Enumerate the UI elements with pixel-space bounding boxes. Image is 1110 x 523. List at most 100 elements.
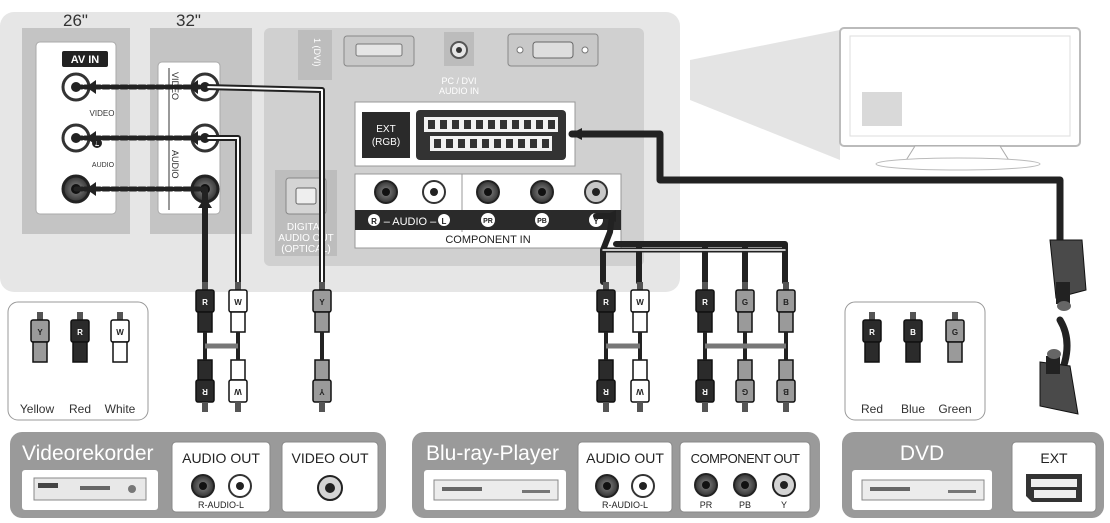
svg-text:W: W [234,387,242,396]
device-bluray-name: Blu-ray-Player [426,442,559,465]
digital-label-line2: AUDIO OUT [278,233,334,244]
legend-left-yellow: Yellow [20,402,55,416]
pc-dvi-label-line2: AUDIO IN [439,86,479,96]
arrow-av-26-l [86,131,96,145]
legend-red-plug-icon-2: R [862,312,882,363]
scart-plug-top-icon [1049,239,1087,311]
vcr-audio-sub: R-AUDIO-L [198,500,244,510]
rca-plug-upper-1-0-icon: Y [312,282,332,333]
legend-right-green: Green [938,402,971,416]
svg-text:W: W [116,328,124,337]
svg-text:R: R [371,217,377,226]
device-vcr-name: Videorekorder [22,442,154,465]
svg-text:R: R [603,298,609,307]
av-video-label-26: VIDEO [90,109,115,118]
rca-plug-lower-0-0-icon: R [195,359,215,412]
legend-red-plug-icon: R [70,312,90,363]
av-audio-label-32: AUDIO [170,150,180,179]
l-glyph [438,214,450,226]
svg-text:R: R [603,387,609,396]
rca-plugs: R R W W Y Y R R W W R R G G B B [195,282,796,412]
svg-text:B: B [783,387,789,396]
dvi-port-label: 1 (DVI) [312,38,322,67]
svg-text:L: L [95,141,100,148]
rca-plug-upper-0-0-icon: R [195,282,215,333]
dvd-ext-title: EXT [1040,450,1068,466]
svg-text:G: G [742,298,748,307]
svg-text:Y: Y [319,387,325,396]
size-label-26: 26" [63,11,88,30]
svg-text:B: B [910,328,916,337]
legend-blue-plug-icon: B [903,312,923,363]
av-in-badge [62,51,108,67]
vcr-video-out-title: VIDEO OUT [291,450,368,466]
svg-text:R: R [202,298,208,307]
svg-text:L: L [442,217,447,226]
av-in-label: AV IN [71,54,100,66]
digital-label-line3: (OPTICAL) [281,244,330,255]
svg-text:B: B [783,298,789,307]
svg-text:Y: Y [593,217,599,226]
rca-plug-lower-3-1-icon: G [735,359,755,412]
svg-text:R: R [702,298,708,307]
rca-plug-upper-0-1-icon: W [228,282,248,333]
dvd-scart-port[interactable] [1026,474,1082,502]
svg-text:R: R [869,328,875,337]
rca-plug-lower-0-1-icon: W [228,359,248,412]
svg-text:W: W [234,298,242,307]
rca-plug-upper-2-0-icon: R [596,282,616,333]
rca-plug-lower-1-0-icon: Y [312,359,332,412]
arrow-ext [570,128,582,140]
bluray-pb-label: PB [739,500,751,510]
legend-left-red: Red [69,402,91,416]
legend-left-white: White [105,402,136,416]
scart-plug-bottom-icon [1039,349,1079,415]
vcr-audio-out-title: AUDIO OUT [182,450,260,466]
arrow-av-26-r [86,182,96,196]
svg-text:G: G [742,387,748,396]
ext-label-line1: EXT [376,124,395,135]
rca-plug-lower-3-2-icon: B [776,359,796,412]
svg-text:W: W [636,387,644,396]
svg-text:PB: PB [537,218,547,225]
av-audio-label-26: AUDIO [92,162,115,169]
svg-text:W: W [636,298,644,307]
arrow-component [604,210,616,222]
component-audio-label: – AUDIO – [384,216,437,228]
bluray-audio-out-title: AUDIO OUT [586,450,664,466]
cables [73,84,1071,384]
bluray-audio-sub: R-AUDIO-L [602,500,648,510]
rca-plug-lower-2-1-icon: W [630,359,650,412]
rca-plug-lower-2-0-icon: R [596,359,616,412]
svg-text:PR: PR [483,218,493,225]
r-glyph [368,214,380,226]
digital-label-line1: DIGITAL [287,222,326,233]
bluray-pr-label: PR [700,500,713,510]
svg-text:R: R [77,328,83,337]
arrow-av-video [188,80,198,94]
pc-dvi-label-line1: PC / DVI [441,76,476,86]
rca-plug-lower-3-0-icon: R [695,359,715,412]
device-dvd-name: DVD [900,442,944,465]
legend-white-plug-icon: W [110,312,130,363]
svg-text:R: R [702,387,708,396]
rca-plug-upper-2-1-icon: W [630,282,650,333]
rca-plug-upper-3-2-icon: B [776,282,796,333]
legend-right-blue: Blue [901,402,925,416]
svg-text:R: R [202,387,208,396]
vcr-device-icon [22,470,158,510]
arrow-av-l [188,131,198,145]
rca-plug-upper-3-1-icon: G [735,282,755,333]
dvi-port-area [298,30,332,80]
rca-plug-upper-3-0-icon: R [695,282,715,333]
bluray-device-icon [424,470,566,510]
size-label-32: 32" [176,11,201,30]
pr-glyph [481,213,495,227]
bluray-component-out-title: COMPONENT OUT [691,451,800,466]
legend-green-plug-icon: G [945,312,965,363]
arrow-av-26-video [86,80,96,94]
svg-text:G: G [952,328,958,337]
